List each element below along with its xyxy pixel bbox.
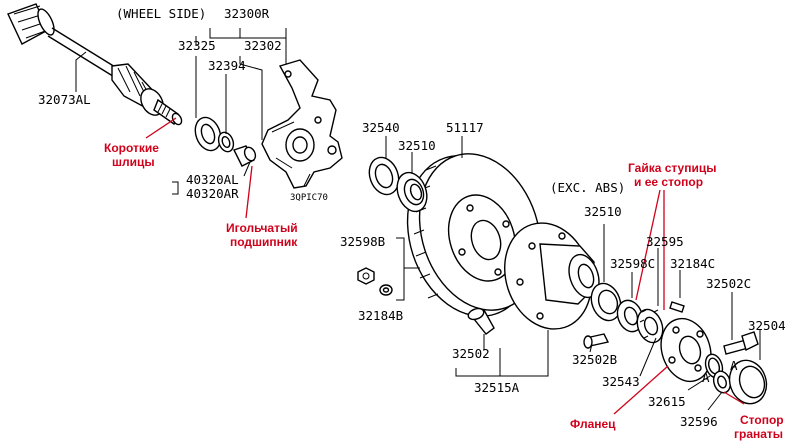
hub-cap-32504 xyxy=(728,359,768,405)
seal-32540 xyxy=(368,156,400,196)
annotation-flange: Фланец xyxy=(570,417,616,431)
brake-rotor xyxy=(406,153,542,317)
bolt-32502C xyxy=(723,331,759,355)
red-annotations: Короткие шлицы Игольчатый подшипник Гайк… xyxy=(104,141,784,441)
annotation-nut-2: и ее стопор xyxy=(634,175,703,189)
label-32302: 32302 xyxy=(244,38,282,53)
label-32543: 32543 xyxy=(602,374,640,389)
label-32504: 32504 xyxy=(748,318,786,333)
annotation-needle-1: Игольчатый xyxy=(226,221,298,235)
label-32394: 32394 xyxy=(208,58,246,73)
label-32540: 32540 xyxy=(362,120,400,135)
label-32510-b: 32510 xyxy=(584,204,622,219)
annotation-splines-2: шлицы xyxy=(112,155,155,169)
label-marker-a1: A xyxy=(702,370,710,385)
leader-lines xyxy=(75,28,761,411)
part-labels: (WHEEL SIDE) 32300R 32325 32302 32394 32… xyxy=(38,6,786,429)
needle-bearing xyxy=(233,145,257,167)
annotation-stopper-2: гранаты xyxy=(734,427,783,441)
bearing-32510-outer xyxy=(590,282,622,322)
label-32595: 32595 xyxy=(646,234,684,249)
oil-seal-32325 xyxy=(194,116,222,152)
label-32325: 32325 xyxy=(178,38,216,53)
lock-nut-32595 xyxy=(636,308,664,344)
annotation-stopper-1: Стопор xyxy=(740,413,784,427)
label-32598B: 32598B xyxy=(340,234,385,249)
bolt-32502B xyxy=(583,333,610,349)
washer-32184B xyxy=(379,284,393,296)
label-32184B: 32184B xyxy=(358,308,403,323)
label-exc-abs: (EXC. ABS) xyxy=(550,180,625,195)
label-marker-a2: A xyxy=(730,358,738,373)
label-32502C: 32502C xyxy=(706,276,751,291)
label-32596: 32596 xyxy=(680,414,718,429)
label-51117: 51117 xyxy=(446,120,484,135)
wheel-stud-32502 xyxy=(467,307,495,335)
drive-shaft xyxy=(7,3,183,126)
annotation-needle-2: подшипник xyxy=(230,235,298,249)
steering-knuckle xyxy=(261,59,343,189)
label-wheel-side: (WHEEL SIDE) xyxy=(116,6,206,21)
label-32300R: 32300R xyxy=(224,6,270,21)
label-32502B: 32502B xyxy=(572,352,617,367)
ring-32394 xyxy=(217,131,235,153)
wheel-hub xyxy=(504,222,600,330)
bearing-32510-inner xyxy=(396,171,428,213)
label-32598C: 32598C xyxy=(610,256,655,271)
label-32184C: 32184C xyxy=(670,256,715,271)
label-32510-a: 32510 xyxy=(398,138,436,153)
label-fig-code: 3QPIC70 xyxy=(290,193,328,203)
annotation-nut-1: Гайка ступицы xyxy=(628,161,716,175)
annotation-splines-1: Короткие xyxy=(104,141,159,155)
nut-32598B xyxy=(357,267,375,285)
hub-flange xyxy=(660,317,712,383)
label-40320AL: 40320AL xyxy=(186,172,239,187)
label-40320AR: 40320AR xyxy=(186,186,239,201)
label-32502: 32502 xyxy=(452,346,490,361)
screw-32184C xyxy=(669,301,685,313)
label-32073AL: 32073AL xyxy=(38,92,91,107)
annotation-leaders xyxy=(145,117,745,415)
label-32615: 32615 xyxy=(648,394,686,409)
label-32515A: 32515A xyxy=(474,380,520,395)
